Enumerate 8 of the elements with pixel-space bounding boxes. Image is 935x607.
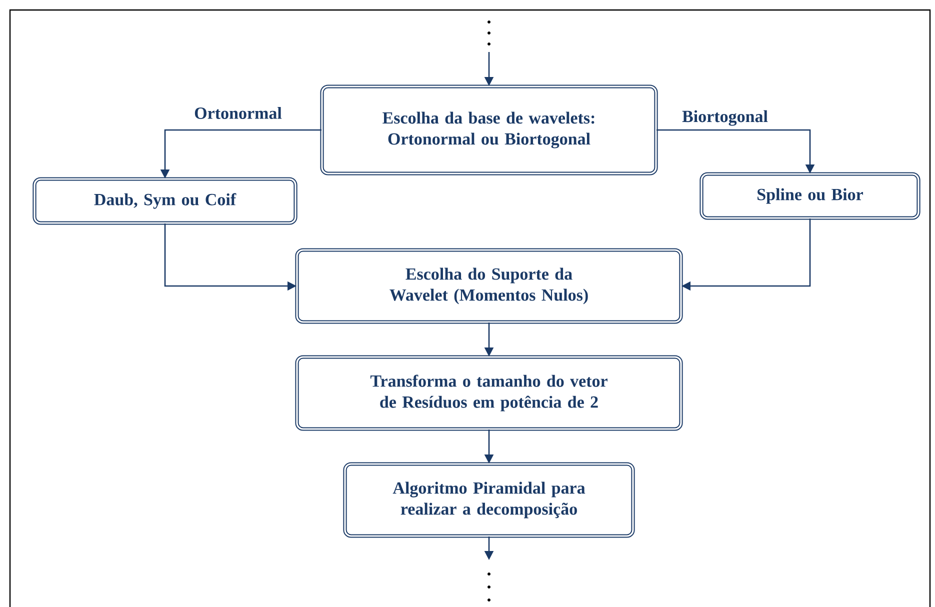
process-box: Escolha do Suporte da Wavelet (Momentos Nulos) <box>295 248 683 324</box>
process-box: Escolha da base de wavelets: Ortonormal ou Biortogonal <box>320 84 658 176</box>
edge-label: Ortonormal <box>193 106 283 120</box>
process-box: Spline ou Bior <box>700 172 920 220</box>
process-box: Transforma o tamanho do vetor de Resíduos em potência de 2 <box>295 355 683 431</box>
process-box: Algoritmo Piramidal para realizar a decomposição <box>343 462 635 538</box>
process-box: Daub, Sym ou Coif <box>32 177 298 225</box>
edge-label: Biortogonal <box>681 109 769 127</box>
